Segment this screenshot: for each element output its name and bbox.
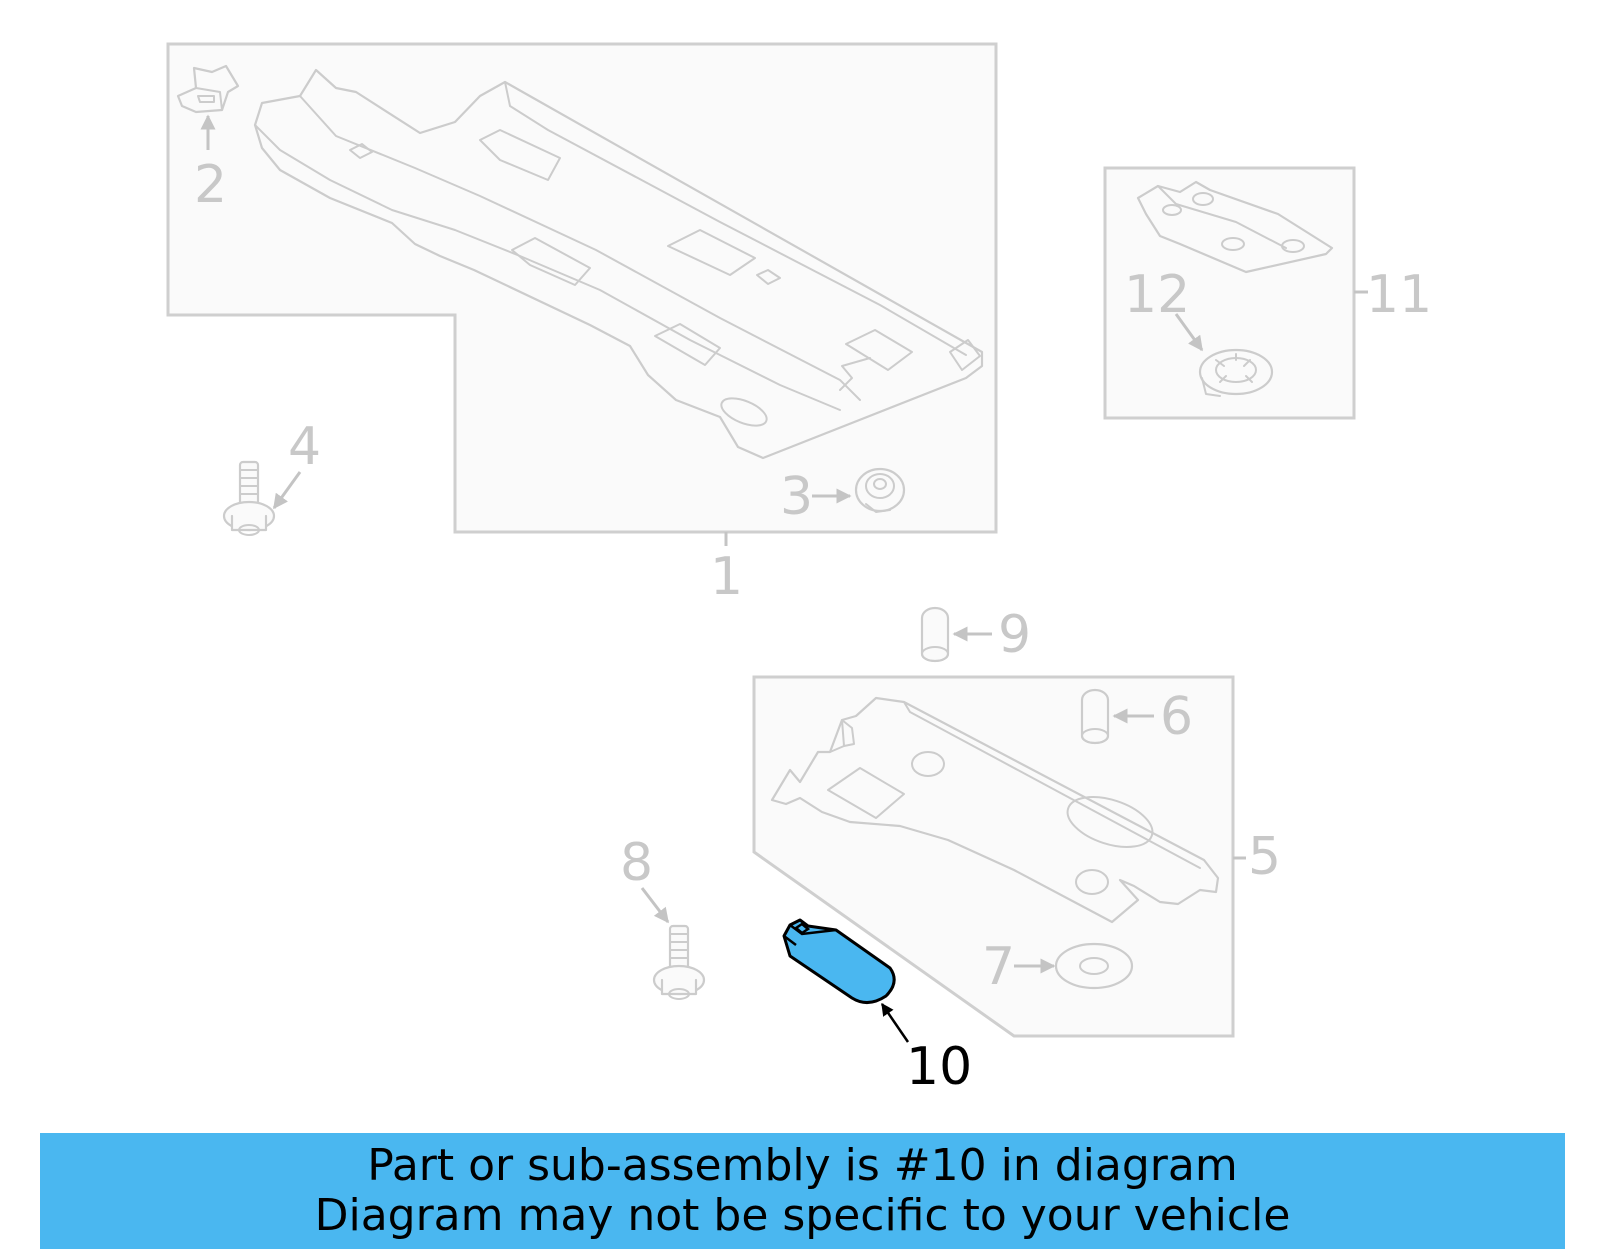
info-banner: Part or sub-assembly is #10 in diagram D… [40,1133,1565,1249]
highlighted-part-10[interactable] [782,918,896,1004]
banner-line-1: Part or sub-assembly is #10 in diagram [367,1140,1238,1191]
leader-4 [272,471,302,510]
callout-2: 2 [194,155,227,215]
clip-part-2 [176,64,240,114]
callout-4: 4 [288,417,321,477]
callout-1: 1 [710,547,743,607]
leader-12 [1174,313,1204,352]
callout-12: 12 [1124,265,1190,325]
callout-10: 10 [906,1037,972,1097]
callout-3: 3 [780,467,813,527]
callout-6: 6 [1160,687,1193,747]
callout-5: 5 [1248,827,1281,887]
leader-8 [640,887,670,924]
pin-part-9 [920,606,950,663]
bolt-part-8 [652,924,706,1000]
bracket-part-11 [1136,180,1334,274]
push-nut-part-3 [854,467,906,513]
leader-10 [880,1002,910,1043]
callout-8: 8 [620,833,653,893]
grommet-part-12 [1198,348,1274,397]
bolt-part-4 [222,460,276,536]
banner-line-2: Diagram may not be specific to your vehi… [314,1190,1291,1241]
callout-7: 7 [982,937,1015,997]
callout-11: 11 [1366,265,1432,325]
callout-9: 9 [998,605,1031,665]
washer-part-7 [1054,942,1134,990]
splash-shield-part-5 [770,696,1220,924]
pin-part-6 [1080,688,1110,745]
undercover-shield-part-1 [253,68,984,460]
